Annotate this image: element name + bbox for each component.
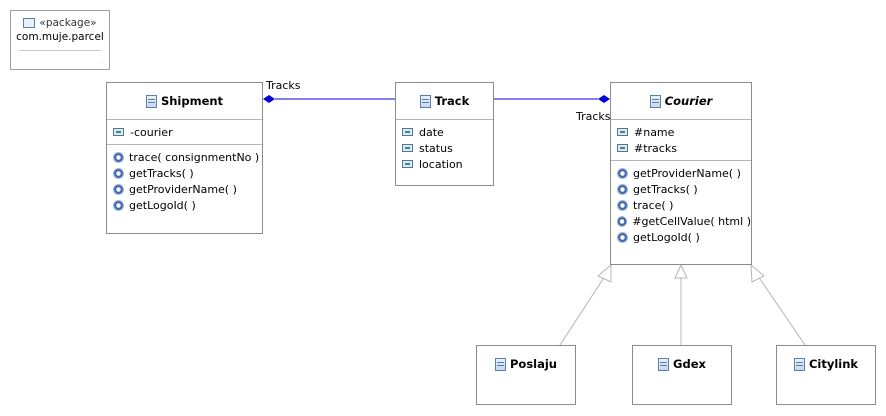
operation-icon — [617, 215, 628, 227]
class-header: Track — [396, 83, 493, 120]
class-citylink[interactable]: Citylink — [776, 345, 876, 405]
attribute-label: status — [419, 141, 453, 155]
operation-row[interactable]: getLogoId( ) — [113, 197, 262, 213]
attribute-icon — [113, 128, 124, 136]
attribute-icon — [402, 144, 413, 152]
class-header: Gdex — [633, 346, 731, 382]
generalization-citylink[interactable] — [757, 275, 806, 346]
attribute-row[interactable]: status — [402, 140, 493, 156]
operation-label: getLogoId( ) — [633, 230, 700, 244]
class-name: Courier — [664, 94, 713, 108]
attribute-icon — [402, 128, 413, 136]
operation-row[interactable]: getLogoId( ) — [617, 229, 751, 245]
attribute-label: #name — [634, 125, 675, 139]
operation-icon — [617, 231, 628, 243]
class-icon — [658, 357, 670, 371]
operations-section: getProviderName( ) getTracks( ) trace( )… — [611, 161, 751, 249]
class-header: Courier — [611, 83, 751, 120]
operation-icon — [113, 151, 124, 163]
attribute-row[interactable]: #name — [617, 124, 751, 140]
class-header: Citylink — [777, 346, 875, 382]
class-shipment[interactable]: Shipment -courier trace( consignmentNo )… — [106, 82, 263, 234]
operation-row[interactable]: getTracks( ) — [617, 181, 751, 197]
package-stereotype: «package» — [39, 17, 97, 29]
class-gdex[interactable]: Gdex — [632, 345, 732, 405]
operation-label: #getCellValue( html ) — [632, 214, 751, 228]
attribute-row[interactable]: #tracks — [617, 140, 751, 156]
operation-label: trace( consignmentNo ) — [129, 150, 260, 164]
class-header: Poslaju — [477, 346, 575, 382]
generalization-poslaju[interactable] — [559, 275, 606, 346]
attribute-label: location — [419, 157, 463, 171]
package-name: com.muje.parcel — [16, 31, 104, 43]
class-header: Shipment — [107, 83, 262, 120]
operation-icon — [113, 167, 124, 179]
operation-icon — [617, 199, 628, 211]
attribute-row[interactable]: -courier — [113, 124, 262, 140]
operation-row[interactable]: getProviderName( ) — [113, 181, 262, 197]
attribute-row[interactable]: location — [402, 156, 493, 172]
operation-label: getProviderName( ) — [129, 182, 237, 196]
operation-label: getTracks( ) — [129, 166, 194, 180]
class-name: Shipment — [160, 94, 224, 108]
attributes-section: -courier — [107, 120, 262, 145]
package-divider — [19, 50, 101, 51]
class-courier[interactable]: Courier #name #tracks getProviderName( )… — [610, 82, 752, 265]
composition-diamond-courier — [598, 95, 610, 103]
package-note[interactable]: «package» com.muje.parcel — [10, 10, 110, 70]
class-name: Citylink — [808, 357, 859, 371]
operation-icon — [617, 183, 628, 195]
composition-diamond-shipment — [263, 95, 275, 103]
class-name: Poslaju — [509, 357, 557, 371]
class-name: Gdex — [673, 357, 706, 371]
operation-row[interactable]: getTracks( ) — [113, 165, 262, 181]
operation-label: getTracks( ) — [633, 182, 698, 196]
class-icon — [793, 357, 805, 371]
operation-label: trace( ) — [633, 198, 674, 212]
class-icon — [419, 94, 431, 108]
attribute-row[interactable]: date — [402, 124, 493, 140]
attribute-label: date — [419, 125, 444, 139]
operation-label: getProviderName( ) — [633, 166, 741, 180]
package-icon — [23, 18, 36, 28]
class-track[interactable]: Track date status location — [395, 82, 494, 186]
attribute-icon — [617, 128, 628, 136]
operation-icon — [113, 199, 124, 211]
class-icon — [649, 94, 661, 108]
class-name: Track — [434, 94, 470, 108]
attributes-section: date status location — [396, 120, 493, 176]
operation-row[interactable]: #getCellValue( html ) — [617, 213, 751, 229]
operation-label: getLogoId( ) — [129, 198, 196, 212]
class-icon — [145, 94, 157, 108]
association-label-courier-track: Tracks — [576, 110, 611, 123]
generalization-arrow-citylink — [750, 263, 765, 283]
operations-section: trace( consignmentNo ) getTracks( ) getP… — [107, 145, 262, 217]
operation-row[interactable]: trace( ) — [617, 197, 751, 213]
generalization-arrow-gdex — [674, 263, 688, 279]
attribute-label: #tracks — [634, 141, 677, 155]
class-poslaju[interactable]: Poslaju — [476, 345, 576, 405]
operation-icon — [617, 167, 628, 179]
operation-icon — [113, 183, 124, 195]
class-icon — [494, 357, 506, 371]
package-stereotype-row: «package» — [11, 17, 109, 29]
attribute-label: -courier — [130, 125, 173, 139]
page-fold-fill — [101, 61, 109, 69]
attributes-section: #name #tracks — [611, 120, 751, 161]
operation-row[interactable]: trace( consignmentNo ) — [113, 149, 262, 165]
association-label-shipment-track: Tracks — [266, 79, 301, 92]
attribute-icon — [617, 144, 628, 152]
attribute-icon — [402, 160, 413, 168]
generalization-arrow-poslaju — [597, 263, 612, 283]
operation-row[interactable]: getProviderName( ) — [617, 165, 751, 181]
